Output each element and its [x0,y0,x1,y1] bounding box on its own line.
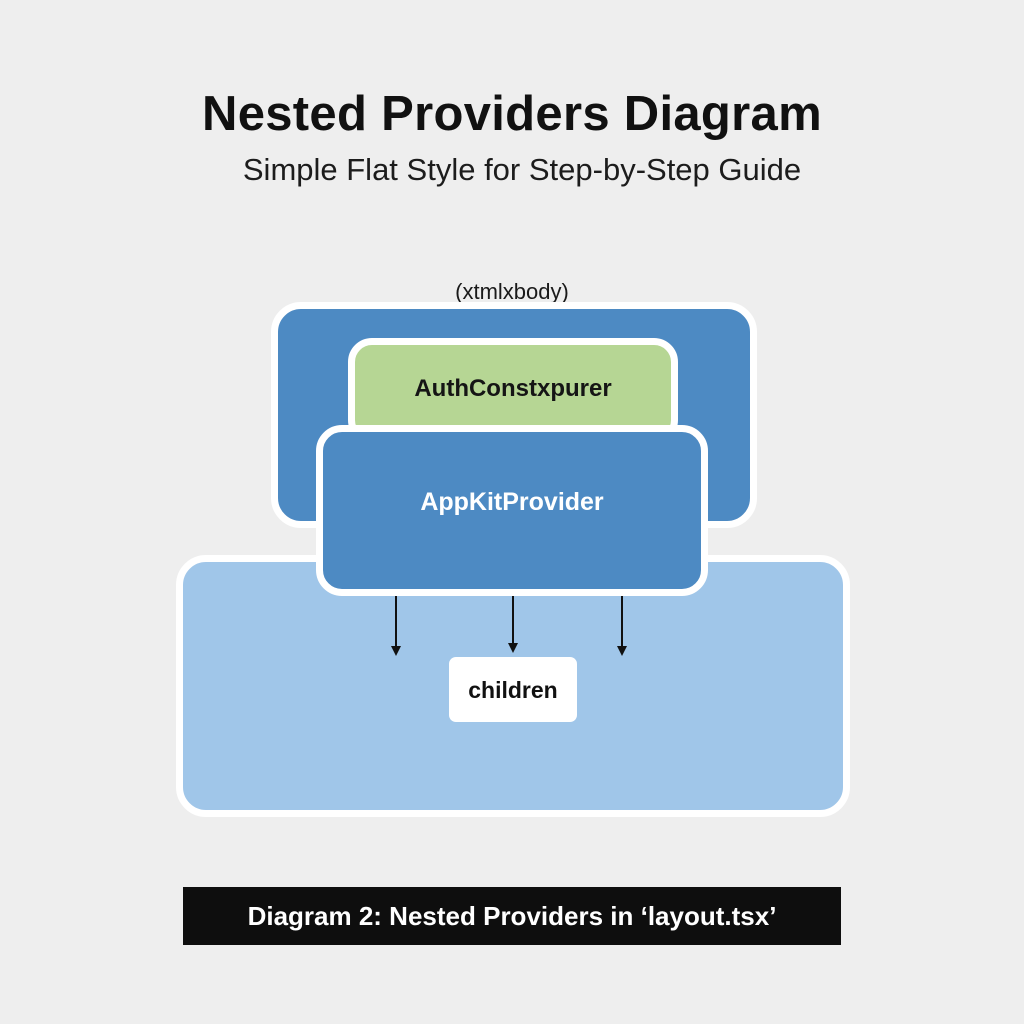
caption-text: Diagram 2: Nested Providers in ‘layout.t… [247,901,777,931]
appkit-provider-box: AppKitProvider [316,425,708,596]
children-node: children [449,657,577,722]
caption-bar: Diagram 2: Nested Providers in ‘layout.t… [183,887,841,945]
diagram-title: Nested Providers Diagram [202,87,822,141]
diagram-subtitle: Simple Flat Style for Step-by-Step Guide [242,152,802,187]
appkit-provider-label: AppKitProvider [420,488,604,516]
children-label: children [468,677,558,703]
auth-provider-label: AuthConstxpurer [414,375,612,402]
html-body-label: (xtmlxbody) [455,279,569,304]
